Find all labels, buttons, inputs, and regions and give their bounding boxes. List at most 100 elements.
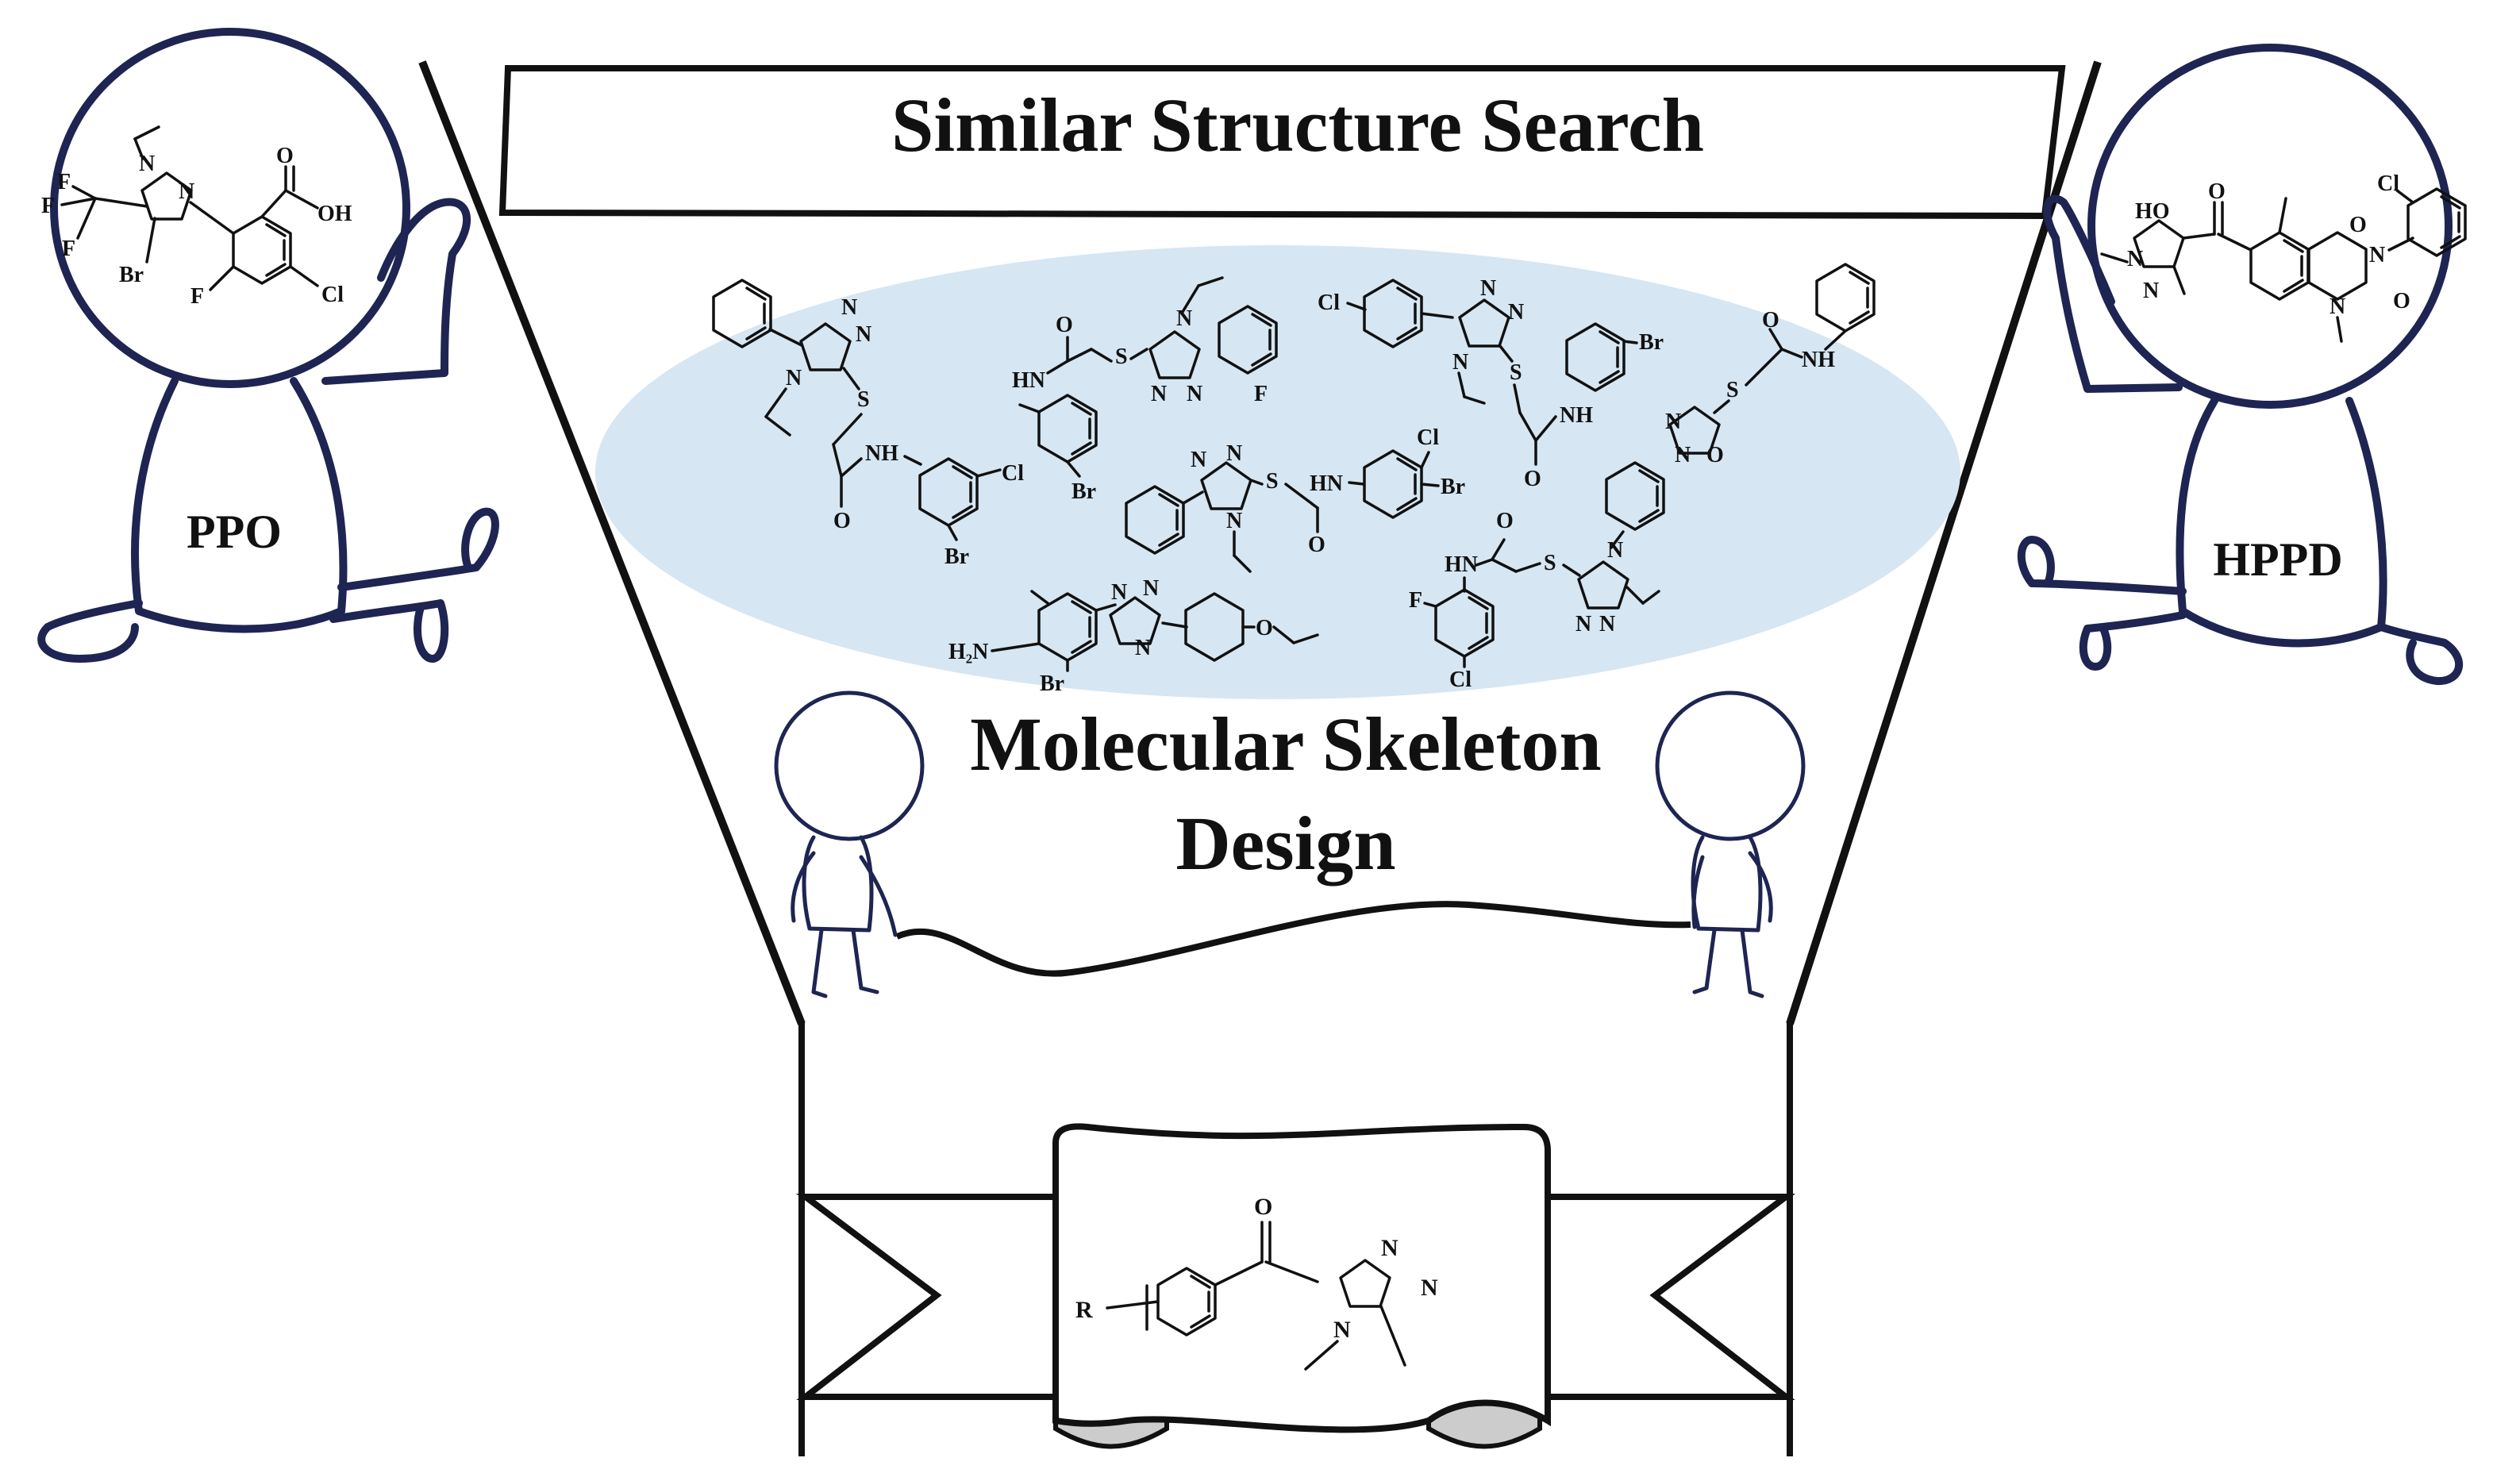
svg-text:Cl: Cl: [1417, 425, 1439, 450]
svg-text:N: N: [1333, 1317, 1351, 1343]
svg-text:NH: NH: [1802, 348, 1835, 372]
banner-title: Similar Structure Search: [891, 83, 1704, 167]
svg-text:N: N: [1665, 410, 1681, 434]
molecule-1: N N N S O NH Cl Br: [712, 279, 1024, 569]
svg-text:N: N: [2330, 294, 2345, 319]
svg-text:F: F: [41, 194, 55, 218]
svg-text:Cl: Cl: [321, 283, 344, 307]
stick-figure-left: PPO N N F F F Br O OH Cl: [37, 28, 499, 663]
molecule-2: O S HN Br N N N F: [1012, 276, 1278, 504]
svg-text:Cl: Cl: [1002, 461, 1024, 486]
svg-text:N: N: [1675, 443, 1691, 467]
svg-text:HN: HN: [1012, 368, 1045, 393]
stick-person-left: [774, 690, 925, 998]
stick-person-right: [1655, 690, 1806, 998]
svg-text:N: N: [1151, 382, 1167, 406]
hppd-molecule: HO N N O O N O N Cl: [2100, 171, 2467, 343]
svg-text:N: N: [1508, 300, 1524, 325]
svg-text:N: N: [2127, 247, 2143, 271]
molecule-6: N N N O H₂N Br: [948, 576, 1319, 696]
svg-text:OH: OH: [317, 202, 352, 226]
svg-text:F: F: [1254, 382, 1268, 406]
svg-text:N: N: [1607, 538, 1623, 563]
molecule-3: Cl N N N S O NH Br: [1318, 276, 1664, 491]
svg-text:O: O: [1762, 308, 1779, 333]
svg-text:Br: Br: [119, 263, 144, 287]
svg-text:R: R: [1075, 1297, 1093, 1323]
svg-text:N: N: [1599, 612, 1615, 637]
svg-text:N: N: [1176, 306, 1192, 331]
svg-text:N: N: [1575, 612, 1591, 637]
svg-text:Cl: Cl: [1449, 667, 1472, 692]
svg-text:O: O: [2393, 289, 2410, 313]
svg-text:N: N: [1187, 382, 1202, 406]
svg-text:S: S: [1544, 551, 1556, 575]
svg-text:O: O: [833, 509, 851, 533]
skeleton-ribbon: R O N N N: [796, 1123, 1795, 1449]
left-character-label: PPO: [187, 506, 282, 558]
svg-text:S: S: [1266, 469, 1279, 494]
molecule-7: HN O S N N N F Cl: [1409, 461, 1665, 692]
svg-text:Cl: Cl: [1318, 290, 1340, 315]
svg-text:N: N: [1191, 448, 1206, 472]
svg-text:N: N: [1111, 580, 1127, 605]
structure-library-ellipse: [595, 245, 1960, 699]
svg-text:F: F: [62, 237, 75, 261]
svg-text:S: S: [1726, 378, 1739, 402]
svg-text:N: N: [856, 322, 871, 347]
svg-text:O: O: [2349, 213, 2367, 237]
svg-text:N: N: [1421, 1275, 1438, 1301]
svg-text:O: O: [1308, 533, 1325, 557]
svg-text:N: N: [1480, 276, 1496, 301]
skeleton-design-scroll: Molecular Skeleton Design: [895, 702, 1691, 977]
svg-text:O: O: [1706, 443, 1724, 467]
right-character-label: HPPD: [2213, 533, 2342, 586]
search-banner: Similar Structure Search: [498, 65, 2066, 220]
svg-text:H₂N: H₂N: [948, 640, 988, 664]
svg-text:Br: Br: [1441, 475, 1465, 499]
svg-text:N: N: [841, 295, 857, 320]
svg-text:N: N: [1226, 509, 1242, 533]
svg-text:N: N: [1226, 441, 1242, 466]
svg-text:O: O: [1496, 509, 1514, 533]
svg-text:N: N: [2369, 243, 2385, 267]
scroll-text-line1: Molecular Skeleton: [970, 702, 1601, 787]
molecule-structure: R O N N N: [1075, 1194, 1438, 1371]
svg-text:F: F: [57, 170, 71, 194]
svg-text:HN: HN: [1310, 471, 1343, 496]
svg-text:Br: Br: [1639, 330, 1664, 355]
svg-text:Br: Br: [945, 544, 969, 569]
svg-text:N: N: [786, 366, 802, 390]
svg-text:O: O: [1254, 1194, 1272, 1220]
svg-text:Cl: Cl: [2377, 171, 2399, 196]
svg-text:N: N: [1135, 636, 1151, 660]
ppo-molecule: N N F F F Br O OH Cl F: [41, 125, 352, 309]
svg-text:S: S: [857, 387, 870, 412]
svg-text:Br: Br: [1040, 671, 1064, 696]
scroll-text-line2: Design: [1175, 801, 1395, 886]
svg-text:N: N: [1452, 350, 1468, 375]
svg-text:NH: NH: [865, 441, 898, 466]
svg-text:O: O: [276, 144, 294, 168]
svg-text:N: N: [1381, 1235, 1399, 1261]
svg-text:HN: HN: [1445, 552, 1478, 577]
svg-text:S: S: [1115, 344, 1128, 369]
svg-text:Br: Br: [1071, 479, 1096, 504]
stick-figure-right: HPPD HO N N O O N O N Cl: [2017, 44, 2467, 686]
library-molecules: N N N S O NH Cl Br O S: [712, 263, 1876, 696]
svg-text:N: N: [179, 179, 194, 204]
svg-text:S: S: [1510, 360, 1522, 385]
svg-text:NH: NH: [1560, 403, 1593, 428]
svg-text:F: F: [1409, 588, 1422, 613]
svg-text:O: O: [1056, 313, 1073, 337]
molecule-5: N N N S O HN Cl Br: [1125, 425, 1465, 573]
svg-text:N: N: [1143, 576, 1159, 601]
svg-text:O: O: [1524, 467, 1541, 491]
svg-text:O: O: [1256, 616, 1273, 640]
svg-text:N: N: [2143, 279, 2159, 303]
svg-text:O: O: [2208, 179, 2226, 204]
svg-text:F: F: [190, 284, 204, 309]
svg-text:HO: HO: [2135, 199, 2170, 224]
molecule-4: NH O S N N O: [1665, 263, 1876, 467]
